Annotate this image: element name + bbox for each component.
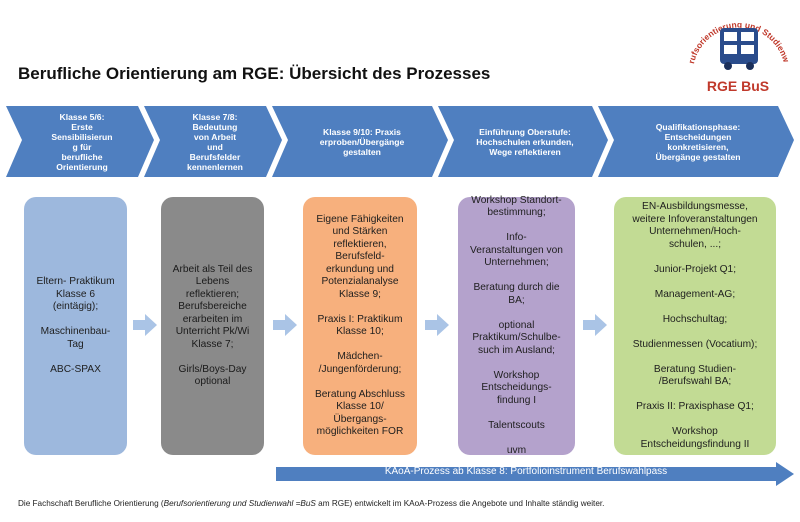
phase-label-4: Einführung Oberstufe: Hochschulen erkund… <box>476 127 574 157</box>
phase-box-1-text: Eltern- Praktikum Klasse 6 (eintägig); M… <box>36 276 115 375</box>
arrow-right-icon <box>273 314 297 336</box>
phase-label-3: Klasse 9/10: Praxis erproben/Übergänge g… <box>319 127 405 157</box>
phase-label-2: Klasse 7/8: Bedeutung von Arbeit und Ber… <box>187 112 243 172</box>
footnote-before: Die Fachschaft Berufliche Orientierung ( <box>18 499 164 508</box>
phase-box-3: Eigene Fähigkeiten und Stärken reflektie… <box>303 197 417 455</box>
bus-icon <box>720 28 758 70</box>
phase-label-5: Qualifikationsphase: Entscheidungen konk… <box>655 122 741 162</box>
rge-bus-logo: Berufsorientierung und Studienwahl RGE B… <box>681 0 796 102</box>
phase-box-4: Workshop Standort- bestimmung; Info- Ver… <box>458 194 575 456</box>
arrow-right-icon <box>133 314 157 336</box>
phase-label-1: Klasse 5/6: Erste Sensibilisierun g für … <box>51 112 113 172</box>
phase-box-3-text: Eigene Fähigkeiten und Stärken reflektie… <box>314 213 406 438</box>
phase-chevrons <box>6 106 794 177</box>
phase-chevron-5 <box>598 106 794 177</box>
bus-logo-graphic: Berufsorientierung und Studienwahl <box>681 0 792 70</box>
footnote-after: am RGE) entwickelt im KAoA-Prozess die A… <box>315 499 605 508</box>
logo-name: RGE BuS <box>706 78 770 94</box>
kaoa-process-label: KAoA-Prozess ab Klasse 8: Portfolioinstr… <box>384 466 668 477</box>
phase-chevron-3 <box>272 106 448 177</box>
footnote: Die Fachschaft Berufliche Orientierung (… <box>18 499 604 508</box>
footnote-italic: Berufsorientierung und Studienwahl =BuS <box>163 499 316 508</box>
arrow-right-icon <box>425 314 449 336</box>
arrow-right-icon <box>583 314 607 336</box>
phase-chevron-1 <box>6 106 154 177</box>
phase-box-4-text: Workshop Standort- bestimmung; Info- Ver… <box>470 194 563 456</box>
phase-box-5-text: EN-Ausbildungsmesse, weitere Infoveranst… <box>632 201 758 450</box>
phase-box-1: Eltern- Praktikum Klasse 6 (eintägig); M… <box>24 197 127 455</box>
phase-chevron-2 <box>144 106 282 177</box>
phase-chevron-4 <box>438 106 608 177</box>
phase-box-2: Arbeit als Teil des Lebens reflektieren;… <box>161 197 264 455</box>
phase-box-5: EN-Ausbildungsmesse, weitere Infoveranst… <box>614 197 776 455</box>
page-title: Berufliche Orientierung am RGE: Übersich… <box>18 64 491 83</box>
phase-box-2-text: Arbeit als Teil des Lebens reflektieren;… <box>172 263 253 388</box>
kaoa-process-arrow <box>276 462 794 486</box>
